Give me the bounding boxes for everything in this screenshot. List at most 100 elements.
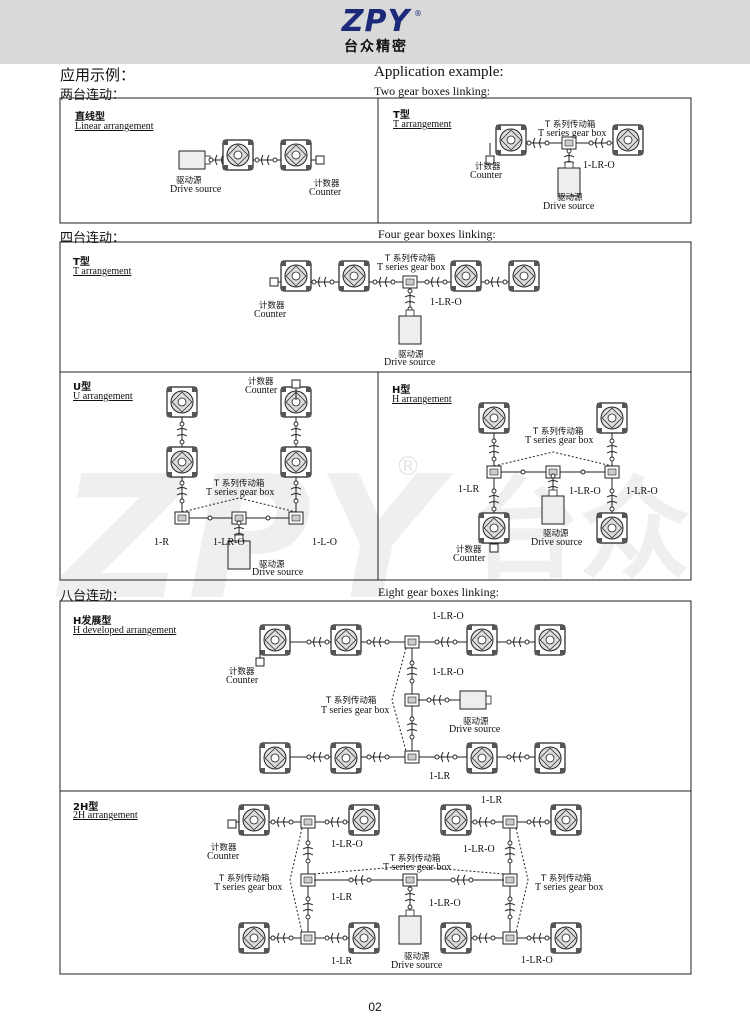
h2-tbox-right-en: T series gear box xyxy=(535,882,604,893)
header-band xyxy=(0,0,750,64)
panel-linear-title-en: Linear arrangement xyxy=(75,121,154,132)
t4-drive-en: Drive source xyxy=(384,357,436,368)
h-tbox-en: T series gear box xyxy=(525,435,594,446)
logo-mark: ZPY xyxy=(341,4,411,39)
u-counter-en: Counter xyxy=(245,385,278,396)
h2-tbox-left-cn: T 系列传动箱 xyxy=(219,874,270,884)
t2-counter-cn: 计数器 xyxy=(475,162,501,172)
watermark-logo: ZPY xyxy=(60,440,443,638)
h2-code-lr-bottom: 1-LR xyxy=(331,956,353,967)
t4-drive-cn: 驱动源 xyxy=(398,350,424,360)
hdev-drive-en: Drive source xyxy=(449,724,501,735)
u-diagram xyxy=(166,379,312,570)
h2-tbox-mid-en: T series gear box xyxy=(383,862,452,873)
hdev-counter-en: Counter xyxy=(226,675,259,686)
hdev-tbox-en: T series gear box xyxy=(321,705,390,716)
intro-title-cn: 应用示例： xyxy=(60,66,136,84)
hdev-drive-cn: 驱动源 xyxy=(463,717,489,727)
linear-counter-cn: 计数器 xyxy=(314,179,340,189)
h2-code-lr-top: 1-LR xyxy=(481,795,503,806)
section-two-cn: 两台连动： xyxy=(60,88,126,103)
t4-tbox-cn: T 系列传动箱 xyxy=(385,254,436,264)
hdev-counter-cn: 计数器 xyxy=(229,667,255,677)
linear-diagram xyxy=(178,139,325,171)
panel-t2-title-cn: T型 xyxy=(393,110,410,121)
panel-h2-title-en: 2H arrangement xyxy=(73,810,138,821)
panel-u-title-cn: U型 xyxy=(73,382,92,393)
u-drive-cn: 驱动源 xyxy=(259,560,285,570)
t2-drive-en: Drive source xyxy=(543,201,595,212)
h-code-lro-1: 1-LR-O xyxy=(569,486,601,497)
h2-tbox-left-en: T series gear box xyxy=(214,882,283,893)
h2-drive-en: Drive source xyxy=(391,960,443,971)
h2-tbox-right-cn: T 系列传动箱 xyxy=(541,874,592,884)
h-drive-cn: 驱动源 xyxy=(543,529,569,539)
h-diagram xyxy=(478,402,628,553)
hdev-code-lro-2: 1-LR-O xyxy=(432,667,464,678)
panel-h-title-en: H arrangement xyxy=(392,394,452,405)
section-four-en: Four gear boxes linking: xyxy=(378,227,496,241)
panel-hdev-title-cn: H发展型 xyxy=(73,616,112,627)
h-code-lro-2: 1-LR-O xyxy=(626,486,658,497)
panel-u-title-en: U arrangement xyxy=(73,391,133,402)
logo-chinese-name: 台众精密 xyxy=(344,39,408,55)
h-tbox-cn: T 系列传动箱 xyxy=(533,427,584,437)
hdev-code-lro-1: 1-LR-O xyxy=(432,611,464,622)
hdev-tbox-cn: T 系列传动箱 xyxy=(326,696,377,706)
frame-two xyxy=(59,97,692,224)
u-tbox-en: T series gear box xyxy=(206,487,275,498)
h2-code-lr-left: 1-LR xyxy=(331,892,353,903)
t2-counter-en: Counter xyxy=(470,170,503,181)
u-counter-cn: 计数器 xyxy=(248,377,274,387)
u-code-lo: 1-L-O xyxy=(312,537,337,548)
section-eight-cn: 八台连动： xyxy=(60,589,126,604)
panel-hdev-title-en: H developed arrangement xyxy=(73,625,177,636)
h2-code-lro-right: 1-LR-O xyxy=(463,844,495,855)
t2-tbox-cn: T 系列传动箱 xyxy=(545,120,596,130)
linear-drive-cn: 驱动源 xyxy=(176,176,202,186)
u-drive-en: Drive source xyxy=(252,567,304,578)
h-drive-en: Drive source xyxy=(531,537,583,548)
linear-drive-en: Drive source xyxy=(170,184,222,195)
section-two-en: Two gear boxes linking: xyxy=(374,84,491,98)
h2-code-lro-bottom: 1-LR-O xyxy=(521,955,553,966)
h-code-lr: 1-LR xyxy=(458,484,480,495)
linear-counter-en: Counter xyxy=(309,187,342,198)
hdev-diagram xyxy=(255,624,566,774)
section-eight-en: Eight gear boxes linking: xyxy=(378,585,499,599)
h2-code-lro-left: 1-LR-O xyxy=(331,839,363,850)
panel-t2-title-en: T arrangement xyxy=(393,119,452,130)
company-logo: ZPY ® 台众精密 xyxy=(328,6,424,60)
u-code-lro: 1-LR-O xyxy=(213,537,245,548)
u-tbox-cn: T 系列传动箱 xyxy=(214,479,265,489)
panel-t4-title-cn: T型 xyxy=(73,257,90,268)
panel-h2-title-cn: 2H型 xyxy=(73,802,99,813)
h2-code-lro-mid: 1-LR-O xyxy=(429,898,461,909)
panel-linear-title-cn: 直线型 xyxy=(75,112,105,123)
panel-h-title-cn: H型 xyxy=(392,385,411,396)
t4-counter-cn: 计数器 xyxy=(259,301,285,311)
frame-four xyxy=(59,241,692,581)
h-counter-cn: 计数器 xyxy=(456,545,482,555)
h2-counter-cn: 计数器 xyxy=(211,843,237,853)
t4-tbox-en: T series gear box xyxy=(377,262,446,273)
t2-code: 1-LR-O xyxy=(583,160,615,171)
watermark-reg: ® xyxy=(395,452,421,482)
t2-drive-cn: 驱动源 xyxy=(557,193,583,203)
logo-registered-mark: ® xyxy=(414,9,422,18)
h-counter-en: Counter xyxy=(453,553,486,564)
hdev-code-lr: 1-LR xyxy=(429,771,451,782)
intro-title-en: Application example: xyxy=(374,64,504,80)
u-code-r: 1-R xyxy=(154,537,169,548)
t4-code: 1-LR-O xyxy=(430,297,462,308)
h2-diagram xyxy=(227,804,582,954)
h2-tbox-mid-cn: T 系列传动箱 xyxy=(390,854,441,864)
page-number: 02 xyxy=(368,1000,382,1014)
t2-diagram xyxy=(485,124,644,197)
panel-t4-title-en: T arrangement xyxy=(73,266,132,277)
t4-diagram xyxy=(269,260,540,345)
t2-tbox-en: T series gear box xyxy=(538,128,607,139)
t4-counter-en: Counter xyxy=(254,309,287,320)
h2-counter-en: Counter xyxy=(207,851,240,862)
